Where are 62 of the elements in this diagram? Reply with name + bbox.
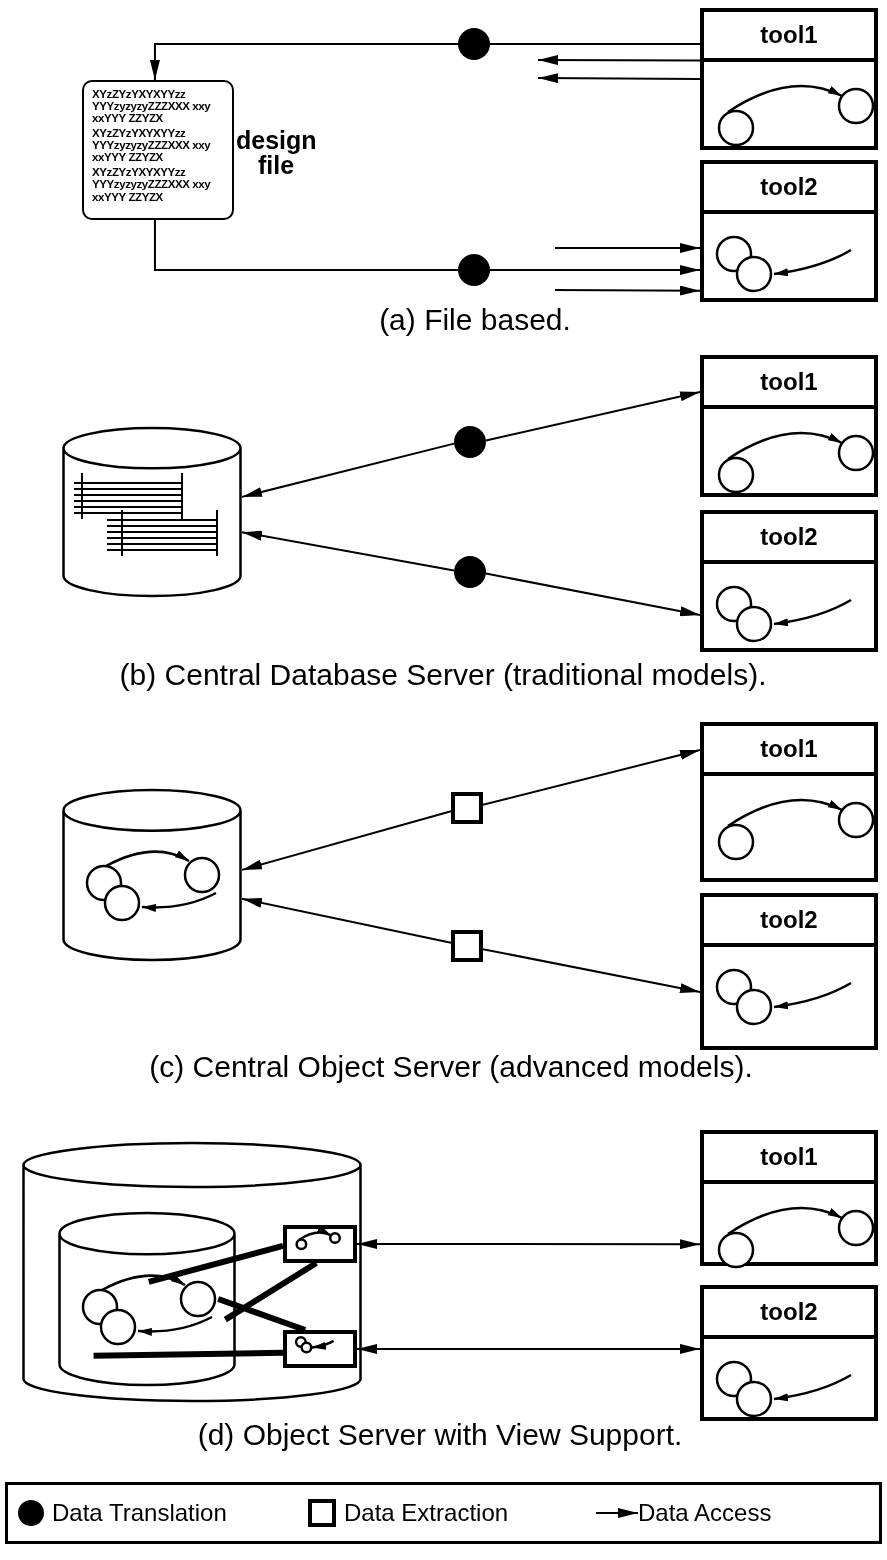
file-label: design file xyxy=(236,128,316,178)
tool-window xyxy=(700,1285,878,1421)
legend-label: Data Extraction xyxy=(344,1499,509,1527)
mapping-line xyxy=(148,1243,284,1285)
tool-label: tool1 xyxy=(760,368,818,396)
database-cylinder xyxy=(58,1213,236,1385)
tool-label: tool2 xyxy=(760,906,818,934)
tool-window xyxy=(700,8,878,150)
arrow xyxy=(537,55,701,66)
tool-label: tool2 xyxy=(760,1298,818,1326)
tool-label: tool1 xyxy=(760,21,818,49)
tool-label: tool1 xyxy=(760,1143,818,1171)
arrow xyxy=(489,265,701,276)
translation-dot xyxy=(458,28,490,60)
arrow xyxy=(485,572,701,617)
arrow xyxy=(554,243,701,254)
arrow xyxy=(482,948,701,993)
tool-label: tool2 xyxy=(760,523,818,551)
extraction-square xyxy=(451,792,483,824)
database-cylinder xyxy=(62,790,242,960)
arrow xyxy=(356,1343,701,1354)
tool-window xyxy=(700,355,878,497)
caption: (b) Central Database Server (traditional models). xyxy=(119,658,767,692)
arrow xyxy=(241,530,455,572)
arrow xyxy=(149,43,459,81)
extraction-square xyxy=(283,1225,357,1263)
translation-dot xyxy=(454,426,486,458)
translation-dot xyxy=(454,556,486,588)
arrow xyxy=(482,749,701,806)
tool-window xyxy=(700,893,878,1050)
connector-line xyxy=(489,43,701,46)
arrow xyxy=(241,810,452,871)
mapping-line xyxy=(217,1296,307,1333)
extraction-square xyxy=(451,930,483,962)
arrow xyxy=(485,390,701,442)
caption: (d) Object Server with View Support. xyxy=(197,1418,683,1452)
tool-window xyxy=(700,160,878,302)
extraction-square xyxy=(283,1330,357,1368)
caption: (c) Central Object Server (advanced models). xyxy=(149,1050,753,1084)
tool-window xyxy=(700,510,878,652)
mapping-line xyxy=(93,1349,284,1359)
legend-label: Data Access xyxy=(638,1499,772,1527)
database-cylinder xyxy=(22,1143,362,1401)
tool-label: tool1 xyxy=(760,735,818,763)
arrow xyxy=(537,73,701,84)
arrow xyxy=(241,897,452,944)
file-text: XYzZYzYXYXYYzz YYYzyzyzyZZZXXX xxy xxYYY ZZYZX xyxy=(92,88,212,125)
document-box xyxy=(82,80,234,220)
arrow xyxy=(554,285,701,296)
mapping-line xyxy=(223,1260,318,1323)
translation-dot xyxy=(458,254,490,286)
legend-label: Data Translation xyxy=(52,1499,227,1527)
file-text: XYzZYzYXYXYYzz YYYzyzyzyZZZXXX xxy xxYYY ZZYZX xyxy=(92,127,212,164)
file-text: XYzZYzYXYXYYzz YYYzyzyzyZZZXXX xxy xxYYY ZZYZX xyxy=(92,166,212,203)
connector-line xyxy=(153,219,459,271)
tool-label: tool2 xyxy=(760,173,818,201)
database-cylinder xyxy=(62,428,242,596)
tool-window xyxy=(700,1130,878,1266)
caption: (a) File based. xyxy=(379,303,571,337)
arrow xyxy=(241,442,455,498)
tool-window xyxy=(700,722,878,882)
arrow xyxy=(356,1239,701,1250)
